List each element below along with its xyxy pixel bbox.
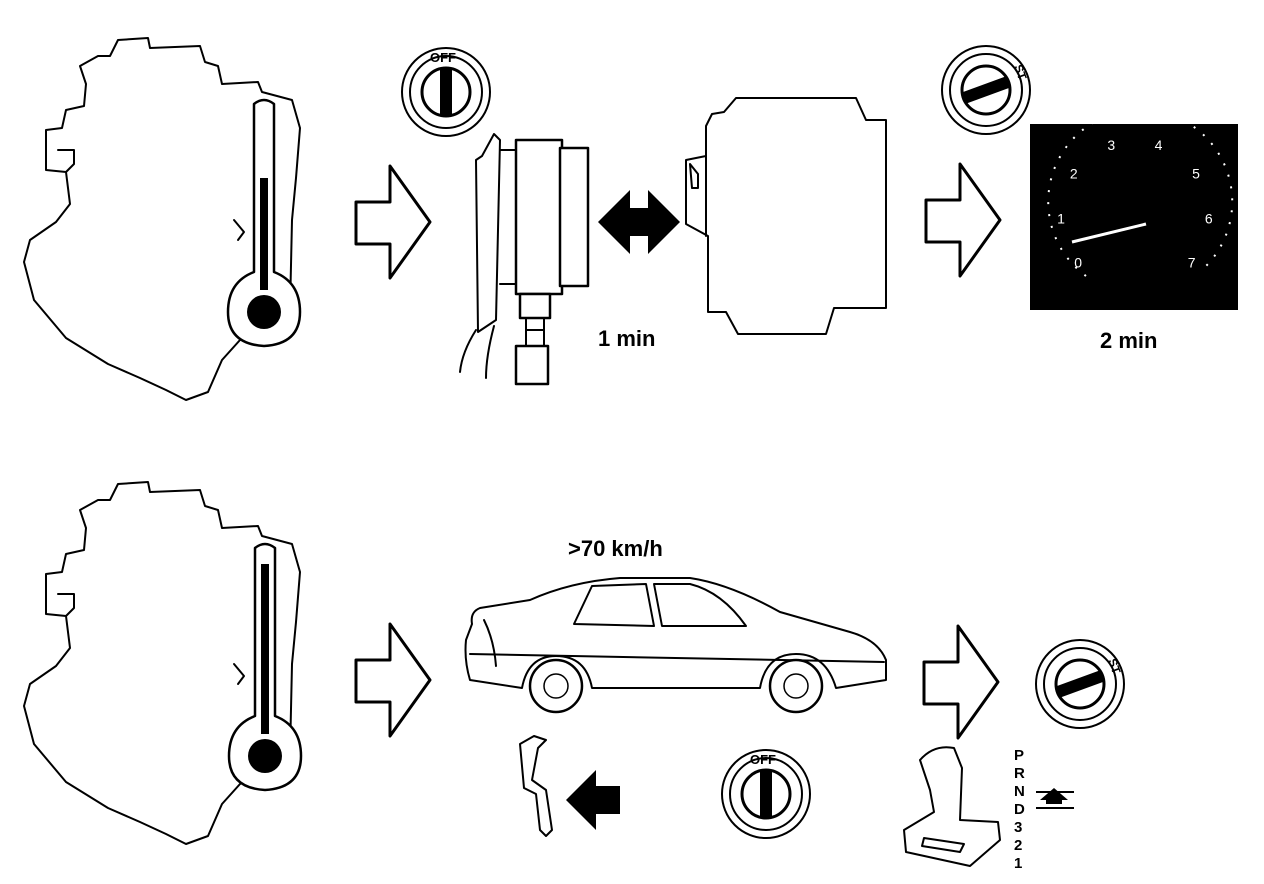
tachometer-tick-2: 2 (1070, 165, 1078, 181)
ignition-off-label: OFF (430, 50, 456, 65)
row2-ignition-start-icon: ST (1034, 638, 1126, 730)
row1-arrow-icon-2 (924, 162, 1002, 278)
tachometer-tick-0: 0 (1074, 255, 1082, 271)
gear-position-D: D (1014, 801, 1025, 818)
row1-time-label-1: 1 min (598, 326, 655, 351)
control-unit-icon (685, 97, 887, 335)
tachometer-tick-6: 6 (1205, 211, 1213, 227)
row2-ignition-off-icon: OFF (720, 748, 812, 840)
diagnostic-connector-icon (459, 133, 590, 386)
gear-position-2: 2 (1014, 837, 1022, 854)
gear-position-N: N (1014, 783, 1025, 800)
tachometer-tick-4: 4 (1155, 137, 1163, 153)
brake-pedal-icon (519, 735, 553, 837)
ignition-start-label: ST (1011, 63, 1030, 83)
ignition-off-label-2: OFF (750, 752, 776, 767)
car-icon (464, 577, 887, 714)
row1-arrow-icon-1 (354, 164, 432, 280)
tachometer-tick-7: 7 (1188, 255, 1196, 271)
row2-thermometer-icon (227, 542, 303, 792)
gear-position-3: 3 (1014, 819, 1022, 836)
row1-thermometer-icon (226, 98, 302, 348)
row2-arrow-icon-2 (922, 624, 1000, 740)
gear-position-1: 1 (1014, 855, 1022, 872)
row1-time-label-2: 2 min (1100, 328, 1157, 353)
tachometer-tick-1: 1 (1057, 211, 1065, 227)
row1-ignition-off-icon: OFF (400, 46, 492, 138)
upshift-indicator-icon (1036, 788, 1074, 809)
tachometer-tick-5: 5 (1192, 165, 1200, 181)
ignition-start-label-2: ST (1105, 657, 1124, 677)
tachometer-tick-3: 3 (1107, 137, 1115, 153)
row2-arrow-icon-1 (354, 622, 432, 738)
gear-position-R: R (1014, 765, 1025, 782)
row1-ignition-start-icon: ST (940, 44, 1032, 136)
bidirectional-arrow-icon (598, 190, 680, 254)
gear-position-P: P (1014, 747, 1024, 764)
tachometer-icon (1030, 108, 1238, 310)
gear-selector-icon (903, 746, 1001, 867)
solid-arrow-icon (566, 770, 620, 830)
tachometer-tick-labels: 0 1 2 3 4 5 6 7 (1057, 137, 1213, 271)
row2-speed-label: >70 km/h (568, 536, 663, 561)
